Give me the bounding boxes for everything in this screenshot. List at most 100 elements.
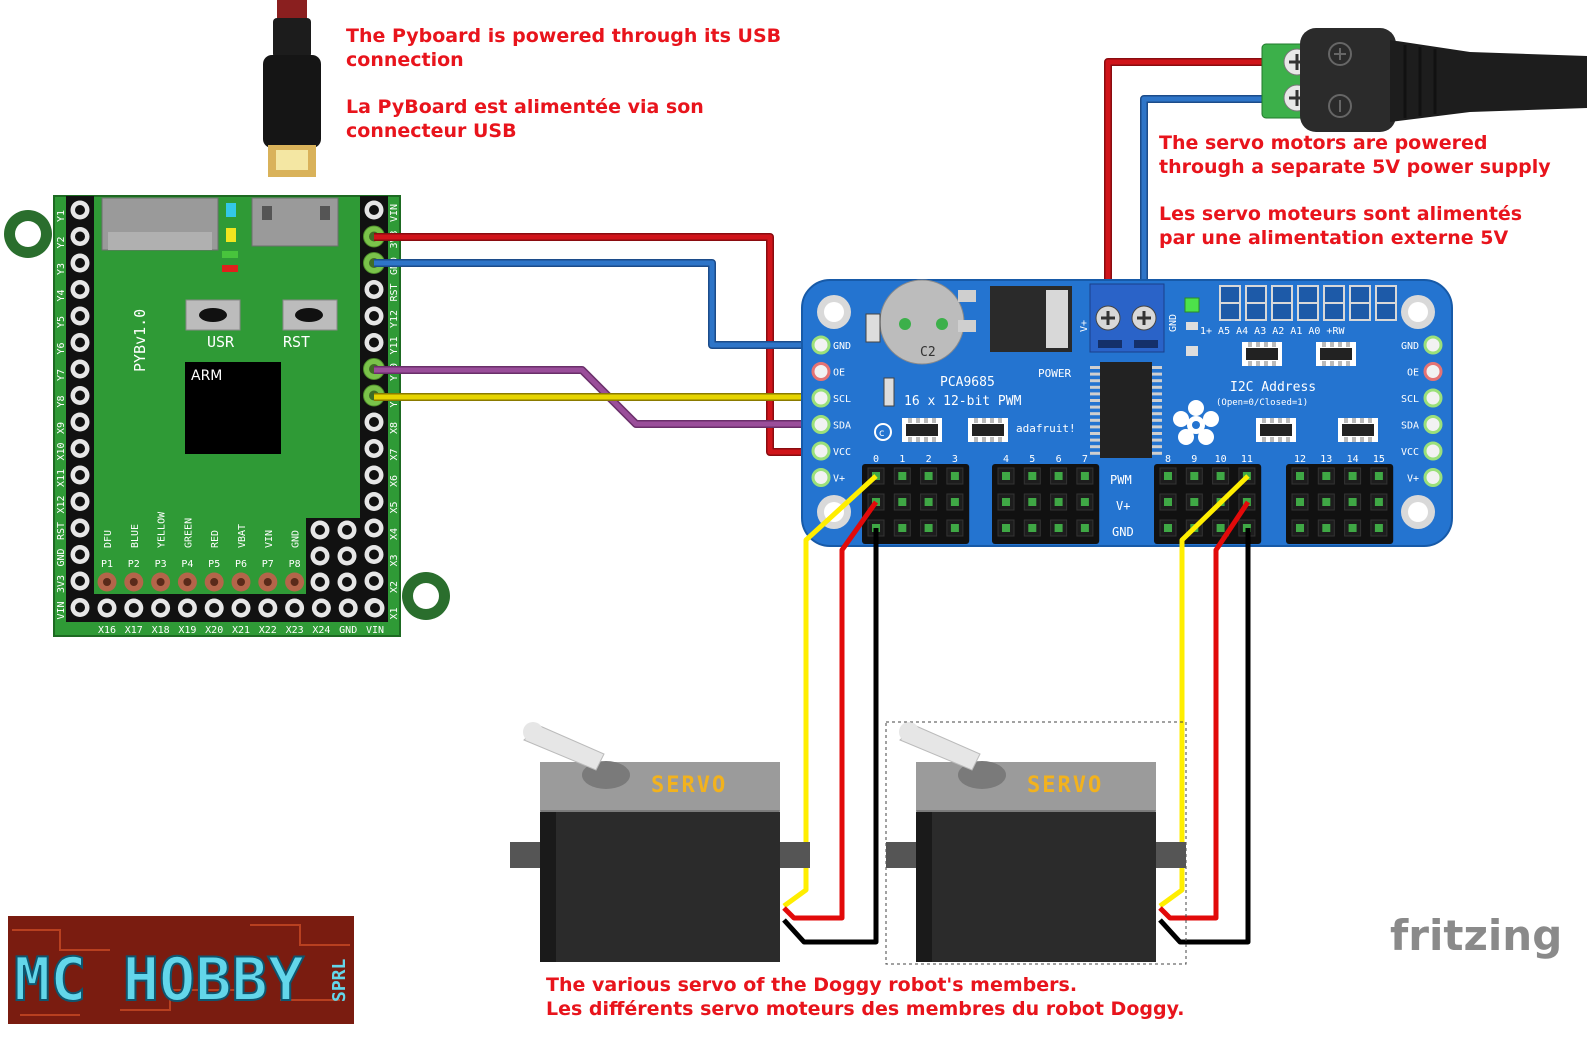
pca-pin-label: GND — [1401, 341, 1419, 352]
resistor-pin — [1338, 361, 1342, 366]
header-pin-hole — [342, 551, 352, 561]
vplus-row-label: V+ — [1116, 499, 1130, 513]
resistor-pin — [908, 418, 912, 423]
header-pin-core — [950, 472, 959, 480]
pca-pin-label: SCL — [1401, 394, 1419, 405]
channel-label: 5 — [1029, 454, 1035, 465]
channel-label: 12 — [1294, 454, 1306, 465]
resistor-pin — [1256, 342, 1260, 347]
header-pin-core — [1028, 524, 1037, 532]
pyboard-pin-label: Y12 — [389, 310, 400, 328]
power-jack — [1261, 28, 1587, 132]
resistor-pin — [1272, 342, 1276, 347]
header-pin-hole — [369, 337, 379, 348]
header-pin-hole — [369, 576, 379, 586]
channel-label: 6 — [1056, 454, 1062, 465]
pca-pin — [1423, 415, 1443, 434]
pyboard-pad-label: P8 — [289, 559, 301, 570]
pyboard-pin-label: VIN — [389, 204, 400, 222]
pyboard-led-label: DFU — [103, 530, 114, 548]
pad-hole — [210, 578, 219, 586]
resistor-pin — [924, 437, 928, 442]
header-pin-hole — [75, 205, 85, 215]
header-pin-core — [1164, 472, 1172, 480]
pyboard-pin-label: Y7 — [56, 369, 67, 381]
resistor-pin — [916, 437, 920, 442]
header-pin-hole — [369, 443, 379, 454]
header-pin-hole — [289, 603, 300, 613]
servo1-gnd-wire — [782, 528, 879, 945]
header-block — [862, 464, 970, 544]
pyboard-pin-label: X5 — [389, 501, 400, 513]
pyboard-pin-label: RST — [389, 283, 400, 301]
resistor-pin — [1256, 361, 1260, 366]
resistor-pin — [916, 418, 920, 423]
pca-desc: 16 x 12-bit PWM — [904, 394, 1022, 409]
pca-pin — [1423, 362, 1443, 381]
pyboard-pin-label: Y1 — [56, 210, 67, 222]
header-pin-core — [1296, 498, 1304, 506]
pyboard-pin-label: X2 — [389, 581, 400, 593]
servo1-vplus-wire — [782, 500, 879, 921]
header-pin-hole — [75, 549, 85, 560]
channel-label: 1 — [899, 454, 905, 465]
pyboard-led-label: VIN — [264, 530, 275, 548]
header-pin-hole — [315, 577, 325, 587]
note-line: par une alimentation externe 5V — [1159, 227, 1509, 249]
pad-hole — [156, 578, 165, 586]
header-pin-core — [898, 524, 907, 532]
pyboard-pin-label: GND — [56, 548, 67, 566]
pyboard-pad-label: P1 — [101, 559, 113, 570]
servo-wires — [782, 474, 1251, 945]
fritzing-watermark: fritzing — [1390, 911, 1562, 960]
pca-pin-label: V+ — [833, 474, 845, 485]
header-pin-core — [1164, 498, 1172, 506]
ic-pin — [1090, 372, 1100, 376]
resistor-pin — [998, 418, 1002, 423]
pyboard-pin-label: Y9 — [389, 395, 400, 407]
pad-hole — [183, 578, 192, 586]
ic-pin — [1090, 451, 1100, 455]
resistor-pin — [1262, 437, 1266, 442]
header-pin-hole — [102, 603, 112, 613]
supply-red-wire — [1104, 58, 1270, 292]
resistor-pin — [932, 418, 936, 423]
header-pin-core — [1322, 498, 1331, 506]
resistor-pin — [1368, 418, 1372, 423]
pyboard-pin-label: X3 — [389, 554, 400, 566]
header-pin-hole — [369, 284, 379, 295]
servo-1: SERVO — [510, 722, 810, 962]
header-pin-hole — [369, 205, 379, 215]
resistor-pin — [1270, 437, 1274, 442]
header-pin-core — [1164, 524, 1172, 532]
rst-button-label: RST — [283, 333, 310, 351]
servo2-vplus-wire — [1158, 500, 1251, 921]
resistor-pin — [1264, 361, 1268, 366]
pyboard-pin-label: X6 — [389, 475, 400, 487]
pca9685-board: C2 POWER V+ GND 1+ A5 A4 A3 A2 A1 A0 +RW… — [801, 279, 1453, 547]
pyboard-pad-label: P2 — [128, 559, 140, 570]
header-pin-hole — [369, 496, 379, 507]
pca-pin-label: SDA — [1401, 421, 1419, 432]
header-pin-core — [924, 498, 933, 506]
pyboard-extra-header — [310, 520, 357, 592]
pyboard-pin-label: X20 — [205, 625, 223, 636]
header-pin-core — [1080, 498, 1089, 506]
pca-pin — [811, 362, 831, 381]
pyboard-pin-label: X23 — [286, 625, 304, 636]
pyboard-pin-label: Y5 — [56, 316, 67, 328]
header-pin-hole — [369, 417, 379, 427]
header-pin-hole — [342, 525, 352, 535]
header-pin-core — [1054, 498, 1063, 506]
ic-pin — [1152, 445, 1162, 449]
gnd-blue-wire — [374, 259, 822, 349]
pca-pin-label: OE — [1407, 368, 1419, 379]
pyboard-pin-label: Y3 — [56, 263, 67, 275]
ic-pin — [1090, 385, 1100, 389]
cap-label: C2 — [920, 345, 936, 360]
term-vplus-label: V+ — [1079, 320, 1090, 332]
ic-pin — [1090, 412, 1100, 416]
